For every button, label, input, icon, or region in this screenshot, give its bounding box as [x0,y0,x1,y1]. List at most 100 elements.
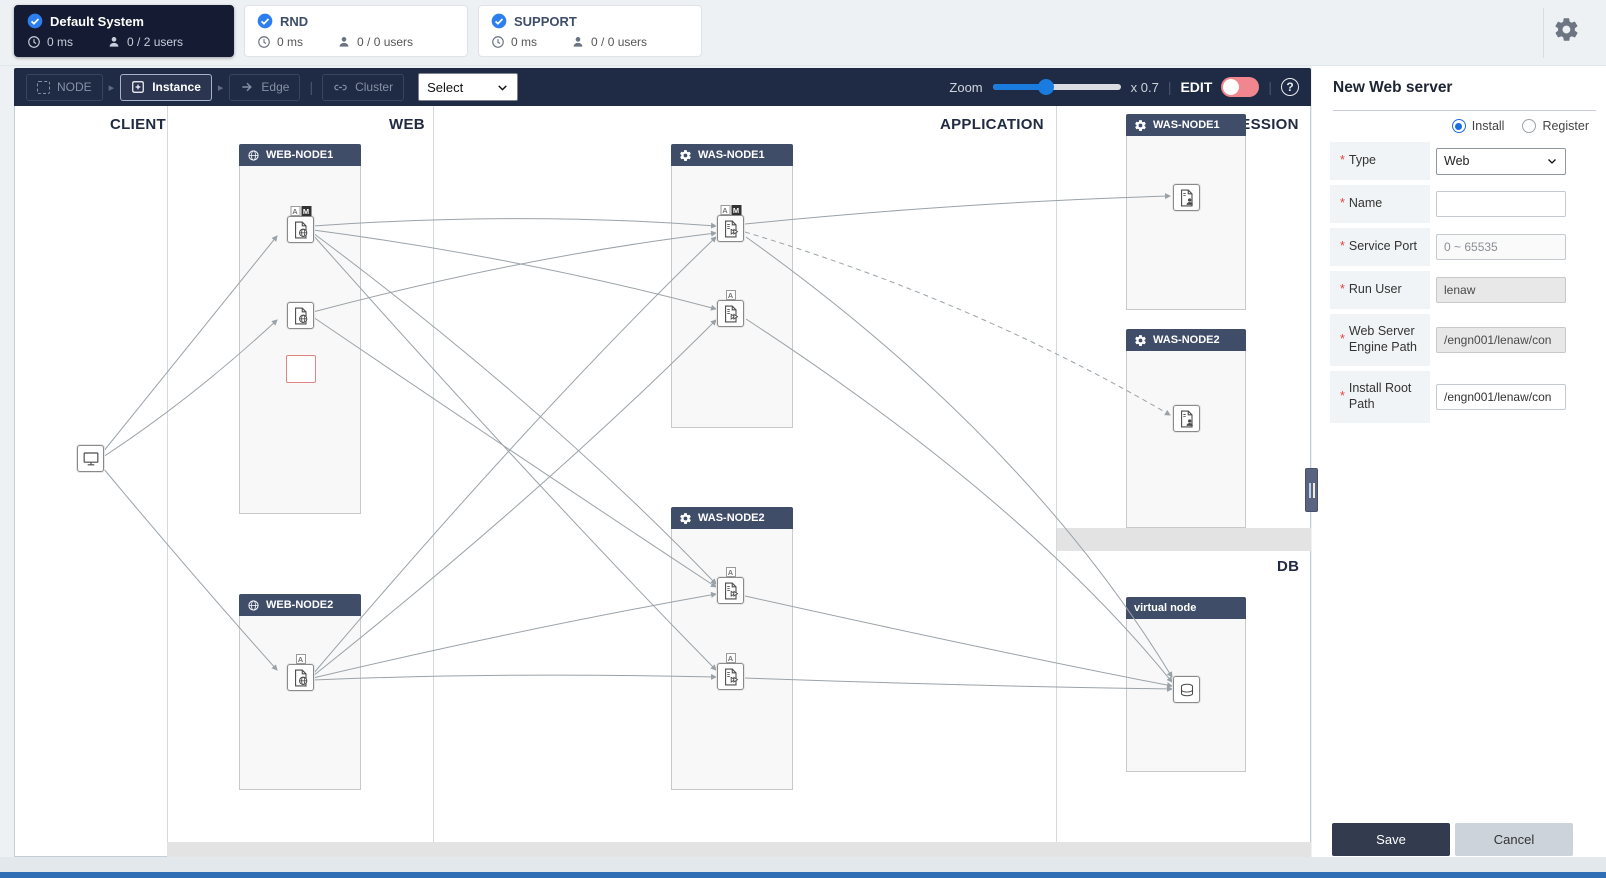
badge-auto: A [725,290,736,300]
system-tabs-bar: Default System 0 ms 0 / 2 users RND 0 ms… [0,0,1606,66]
instance-tool-button[interactable]: Instance [120,73,212,101]
instance-db[interactable] [1173,676,1200,703]
service-port-input[interactable] [1436,234,1566,260]
gear-icon [679,149,692,162]
gear-icon [679,512,692,525]
edge-tool-button[interactable]: Edge [229,73,301,101]
check-circle-icon [27,13,43,29]
instance-was1-b[interactable]: A [717,290,744,327]
was-instance-icon [721,667,741,687]
field-label: * Web Server Engine Path [1330,314,1430,366]
instance-web1-b[interactable] [287,302,314,329]
edge-tool-label: Edge [261,80,290,94]
panel-collapse-handle[interactable] [1305,468,1318,512]
globe-icon [247,599,260,612]
name-input[interactable] [1436,191,1566,217]
check-circle-icon [491,13,507,29]
instance-badges: A [725,567,736,577]
select-dropdown[interactable]: Select [418,73,519,101]
tab-name: RND [280,13,309,29]
chevron-down-icon [498,84,507,91]
node-was-node2[interactable]: WAS-NODE2 [671,507,793,790]
node-header: WAS-NODE1 [1126,114,1246,136]
field-label: * Service Port [1330,228,1430,266]
register-radio-option[interactable]: Register [1522,119,1589,133]
toolbar-separator: | [1268,79,1272,95]
required-mark: * [1340,196,1345,211]
settings-gear-icon[interactable] [1553,16,1580,43]
instance-badges: A [725,653,736,663]
name-label: Name [1348,196,1383,211]
install-root-input[interactable] [1436,384,1566,410]
cancel-button[interactable]: Cancel [1455,823,1573,856]
node-session-was-node1[interactable]: WAS-NODE1 [1126,114,1246,310]
instance-session1[interactable] [1173,184,1200,211]
arrow-right-icon [242,82,253,92]
clock-icon [491,35,505,49]
zone-divider [167,106,168,856]
globe-icon [247,149,260,162]
instance-badges: A [725,290,736,300]
node-web-node1[interactable]: WEB-NODE1 [239,144,361,514]
person-icon [571,35,585,49]
new-instance-placeholder[interactable] [286,355,316,383]
tab-latency: 0 ms [277,35,304,49]
node-label: WAS-NODE1 [1153,119,1220,131]
install-radio-option[interactable]: Install [1451,119,1504,133]
tab-latency: 0 ms [511,35,538,49]
service-port-label: Service Port [1348,239,1417,254]
radio-unselected-icon[interactable] [1522,119,1537,133]
node-web-node2[interactable]: WEB-NODE2 [239,594,361,790]
zoom-slider-thumb[interactable] [1038,79,1055,95]
save-button[interactable]: Save [1332,823,1450,856]
instance-was2-b[interactable]: A [717,653,744,690]
form-row-run-user: * Run User [1330,271,1592,309]
run-user-label: Run User [1348,282,1402,297]
run-user-input[interactable] [1436,277,1566,303]
badge-auto: A [295,654,306,664]
bottom-band [167,842,1311,857]
instance-web2-a[interactable]: A [287,654,314,691]
was-instance-icon [721,219,741,239]
zoom-label: Zoom [949,79,983,95]
was-instance-icon [721,581,741,601]
type-select[interactable]: Web [1436,147,1566,175]
node-header: WAS-NODE2 [671,507,793,529]
instance-was2-a[interactable]: A [717,567,744,604]
topology-canvas[interactable]: CLIENT WEB APPLICATION SESSION DB WEB-NO… [14,106,1311,857]
toggle-knob [1223,79,1240,95]
tab-rnd[interactable]: RND 0 ms 0 / 0 users [244,5,468,57]
tab-support[interactable]: SUPPORT 0 ms 0 / 0 users [478,5,702,57]
form-row-name: * Name [1330,185,1592,223]
node-header: virtual node [1126,597,1246,619]
field-label: * Run User [1330,271,1430,309]
node-was-node1[interactable]: WAS-NODE1 [671,144,793,428]
node-label: virtual node [1134,602,1197,614]
zoom-slider[interactable] [992,79,1121,95]
instance-session2[interactable] [1173,405,1200,432]
tab-users: 0 / 0 users [591,35,648,49]
badge-auto: A [290,206,300,216]
zone-label-db: DB [1277,558,1300,575]
node-body [239,616,361,790]
web-instance-icon [291,668,311,688]
engine-path-label: Web Server Engine Path [1348,324,1417,354]
radio-selected-icon[interactable] [1451,119,1466,133]
form-row-type: * Type Web [1330,142,1592,180]
web-instance-icon [291,306,311,326]
chevron-right-icon: ▸ [217,81,224,94]
top-divider [1543,8,1544,58]
tab-default-system[interactable]: Default System 0 ms 0 / 2 users [14,5,234,57]
edit-mode-toggle[interactable] [1221,77,1260,97]
install-root-label: Install Root Path [1348,381,1412,411]
client-node[interactable] [77,445,104,472]
cluster-tool-button[interactable]: Cluster [322,73,405,101]
help-icon[interactable]: ? [1281,78,1299,96]
was-instance-icon [721,304,741,324]
required-mark: * [1340,332,1345,347]
engine-path-input[interactable] [1436,327,1566,353]
node-tool-button[interactable]: NODE [26,73,103,101]
field-label: * Type [1330,142,1430,180]
